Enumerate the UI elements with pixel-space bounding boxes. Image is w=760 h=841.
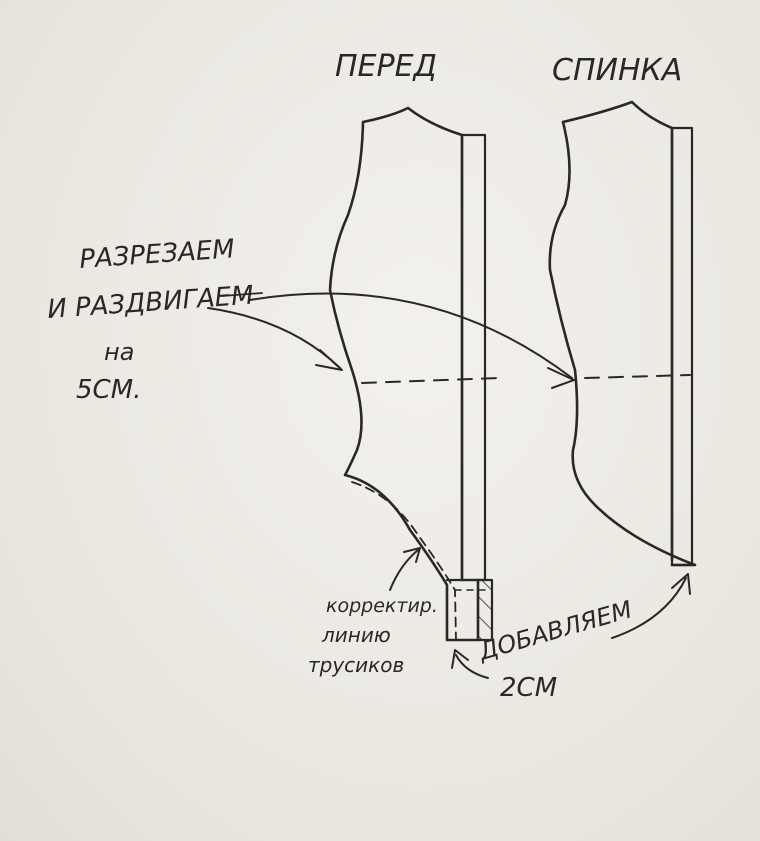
arrow-head-leg-line	[403, 547, 421, 563]
arrow-to-crotch-addition	[455, 654, 489, 679]
front-leg-correction-dashed	[351, 481, 457, 641]
arrow-to-leg-line	[389, 549, 419, 591]
back-cut-line	[584, 374, 691, 379]
arrow-to-front-cut	[207, 307, 341, 369]
underline-mark	[221, 292, 263, 297]
arrow-head-back-cut	[547, 367, 575, 389]
front-crotch-hatch	[478, 580, 492, 640]
arrow-head-front-cut	[315, 349, 343, 371]
arrow-to-back-cut	[249, 292, 573, 379]
cut-text-line4: 5СМ.	[76, 375, 141, 405]
front-pattern-outline	[328, 106, 480, 642]
front-title: ПЕРЕД	[335, 49, 437, 84]
back-title: СПИНКА	[552, 53, 682, 88]
back-added-strip	[670, 126, 694, 567]
correct-text-line3: трусиков	[308, 653, 404, 677]
front-added-strip	[460, 133, 487, 582]
cut-text-line2: И РАЗДВИГАЕМ	[46, 281, 254, 325]
correct-text-line1: корректир.	[326, 595, 438, 617]
arrow-head-back-addition	[671, 573, 691, 595]
cut-text-line3: на	[104, 338, 134, 366]
cut-text-line1: РАЗРЕЗАЕМ	[78, 234, 235, 275]
add-text-line1: ДОБАВЛЯЕМ	[475, 595, 635, 666]
arrow-head-crotch-addition	[451, 649, 469, 669]
front-cut-line	[361, 377, 501, 384]
correct-text-line2: линию	[321, 623, 391, 647]
add-text-line2: 2СМ	[500, 673, 557, 703]
arrow-to-back-addition	[611, 577, 687, 639]
back-pattern-outline	[548, 100, 697, 567]
